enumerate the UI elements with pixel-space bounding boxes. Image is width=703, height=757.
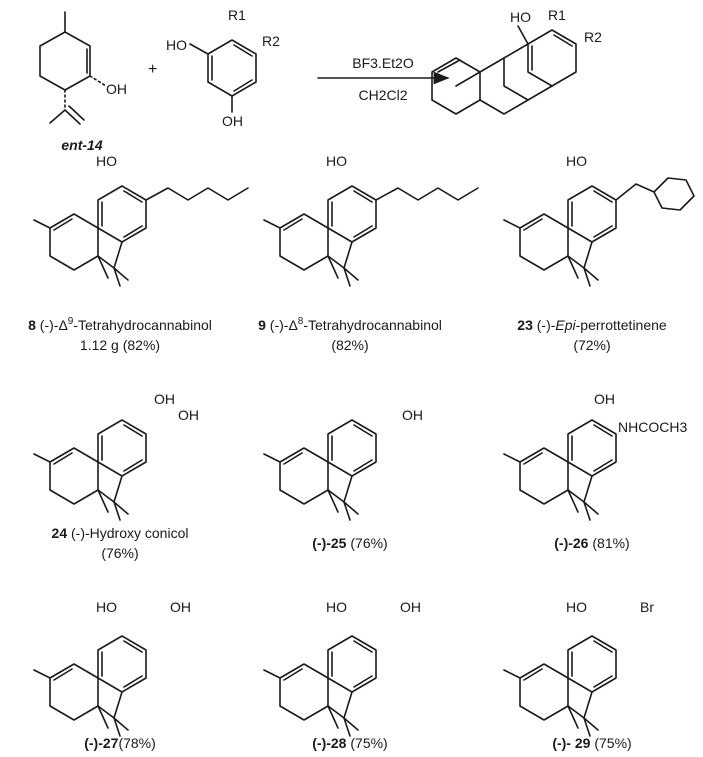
caption-27: (-)-27(78%) <box>84 735 156 751</box>
reagent-line-1: BF3.Et2O <box>352 55 414 71</box>
c28-ho: HO <box>326 599 347 615</box>
compound-27-structure <box>33 635 147 737</box>
resorcinol-reagent: HO OH R1 R2 <box>166 7 280 129</box>
caption-25: (-)-25 (76%) <box>312 535 387 551</box>
general-product: HO R1 R2 <box>431 7 602 115</box>
c27-ho: HO <box>96 599 117 615</box>
r2-label: R2 <box>262 33 280 49</box>
compound-8-structure <box>33 185 249 287</box>
caption-8: 8 (-)-Δ9-Tetrahydrocannabinol <box>28 316 212 333</box>
c29-br: Br <box>640 599 654 615</box>
c27-oh: OH <box>170 599 191 615</box>
caption-8-yield: 1.12 g (82%) <box>80 337 160 353</box>
caption-26: (-)-26 (81%) <box>554 535 629 551</box>
c24-oh-2: OH <box>178 407 199 423</box>
compound-24-structure <box>33 419 147 521</box>
caption-9-yield: (82%) <box>331 337 368 353</box>
c28-oh: OH <box>400 599 421 615</box>
compound-29-structure <box>503 635 617 737</box>
c24-oh-1: OH <box>154 391 175 407</box>
compound-9-structure <box>263 185 479 287</box>
start-oh-label: OH <box>106 81 127 97</box>
plus-sign: + <box>148 61 157 78</box>
c26-amide: NHCOCH3 <box>618 419 687 435</box>
caption-9: 9 (-)-Δ8-Tetrahydrocannabinol <box>258 316 442 333</box>
start-material-ent-14: OH <box>39 11 127 125</box>
c26-oh: OH <box>594 391 615 407</box>
compound-28-structure <box>263 635 377 737</box>
caption-24: 24 (-)-Hydroxy conicol <box>52 525 189 541</box>
c23-ho: HO <box>566 153 587 169</box>
c8-ho: HO <box>96 153 117 169</box>
compound-26-structure <box>503 419 617 521</box>
c25-oh: OH <box>402 407 423 423</box>
caption-29: (-)- 29 (75%) <box>552 735 631 751</box>
reagent-line-2: CH2Cl2 <box>358 87 407 103</box>
product-r2-label: R2 <box>584 29 602 45</box>
caption-24-yield: (76%) <box>101 545 138 561</box>
c9-ho: HO <box>326 153 347 169</box>
compound-23-structure <box>503 177 695 287</box>
c29-ho: HO <box>566 599 587 615</box>
compound-25-structure <box>263 419 377 521</box>
caption-23: 23 (-)-Epi-perrottetinene <box>517 317 667 333</box>
caption-28: (-)-28 (75%) <box>312 735 387 751</box>
r1-label: R1 <box>228 7 246 23</box>
caption-23-yield: (72%) <box>573 337 610 353</box>
resorcinol-oh-label: OH <box>222 113 243 129</box>
start-material-label: ent-14 <box>61 137 102 153</box>
product-ho-label: HO <box>510 9 531 25</box>
resorcinol-ho-label: HO <box>166 37 187 53</box>
product-r1-label: R1 <box>548 7 566 23</box>
